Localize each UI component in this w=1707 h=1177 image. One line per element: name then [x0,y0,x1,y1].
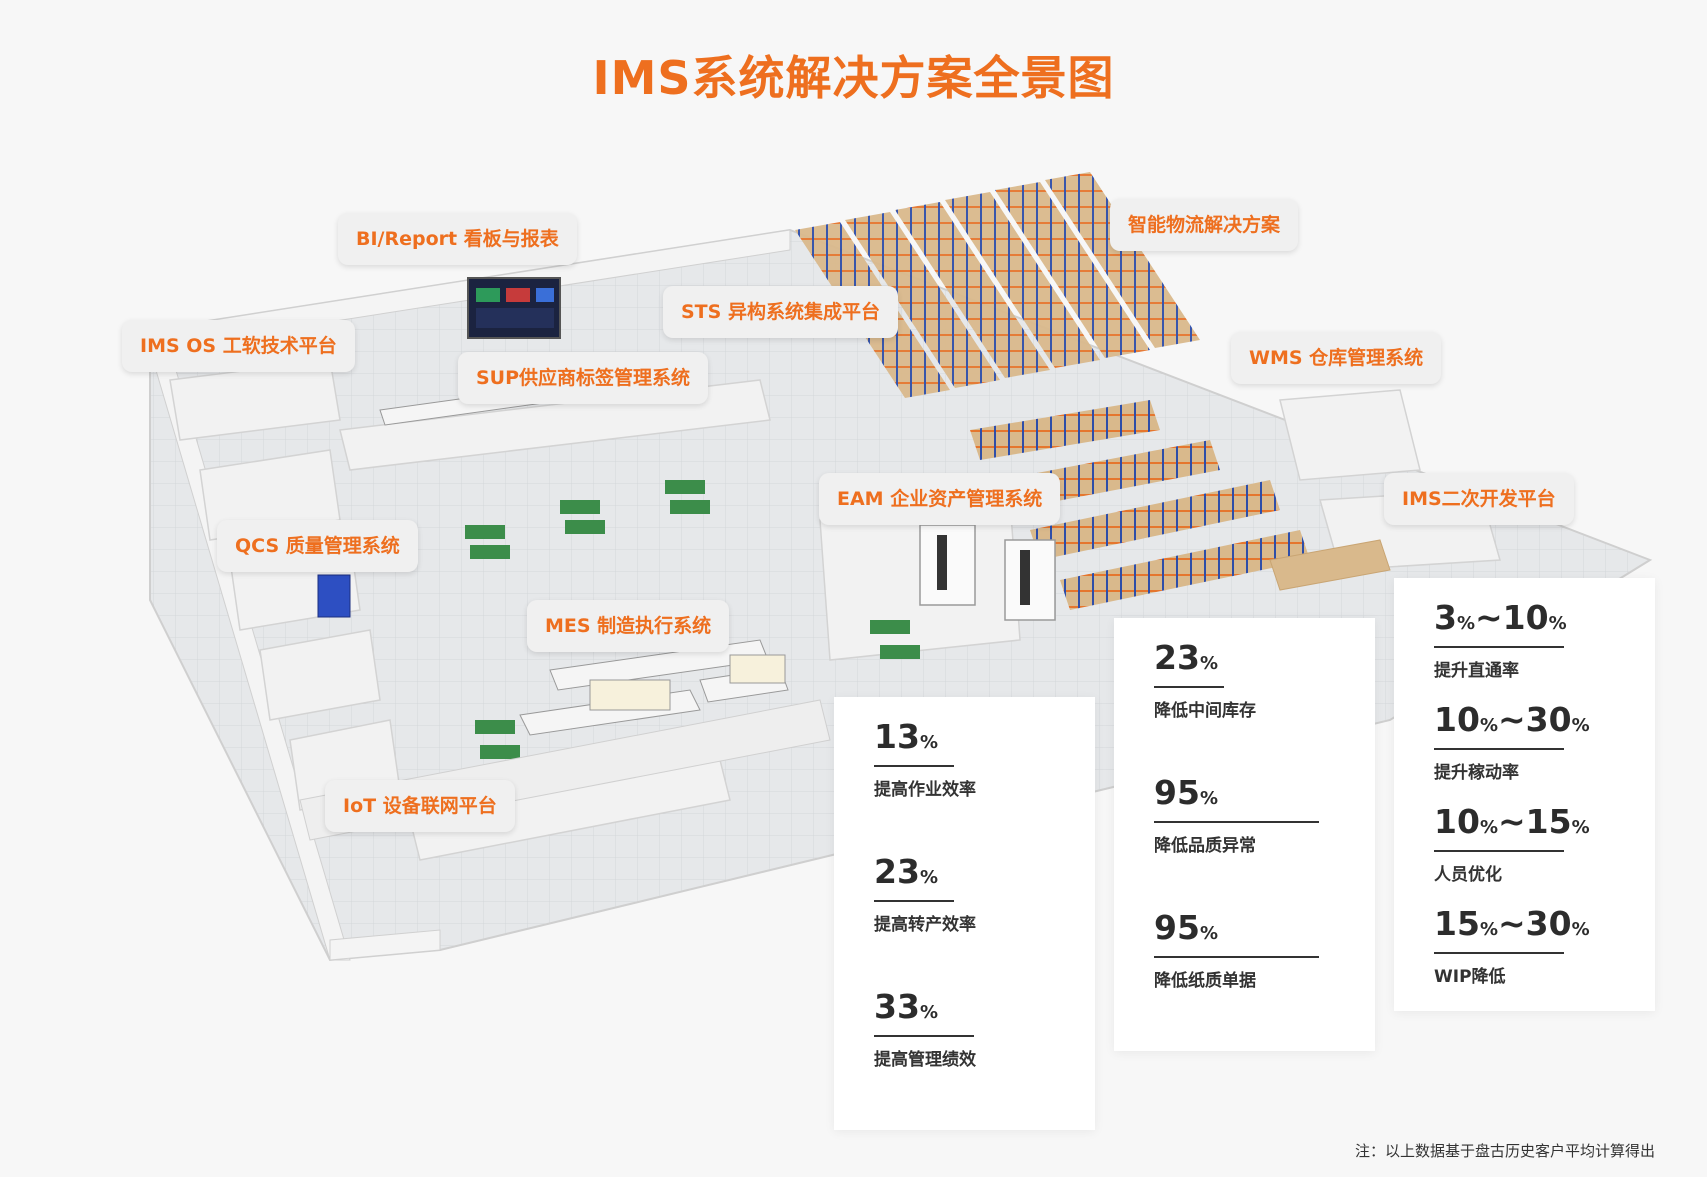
stat-value-max: 30 [1525,904,1572,943]
stat-unit: % [1548,613,1567,634]
label-logistics: 智能物流解决方案 [1110,199,1299,251]
stat-desc: 提高转产效率 [874,915,976,935]
stat-unit: % [919,867,938,888]
label-eam: EAM 企业资产管理系统 [819,473,1061,525]
label-wms: WMS 仓库管理系统 [1231,332,1442,384]
stat-desc: 提升稼动率 [1434,763,1519,783]
stat-value-min: 10 [1434,802,1480,841]
stat-item: 15%~30% WIP降低 [1434,904,1590,987]
stat-unit: % [1571,715,1590,736]
stat-unit: % [1479,715,1498,736]
stat-unit: % [1479,817,1498,838]
stat-item: 33% 提高管理绩效 [874,987,976,1070]
stat-unit: % [1456,613,1476,634]
stat-desc: 降低纸质单据 [1154,971,1256,991]
stat-value: 23 [1154,638,1200,677]
stats-card-2: 23% 降低中间库存 95% 降低品质异常 95% 降低纸质单据 [1114,618,1375,1051]
label-iot: IoT 设备联网平台 [325,780,515,832]
stat-value: 13 [874,717,920,756]
stat-value-min: 3 [1434,598,1457,637]
stat-desc: 降低中间库存 [1154,701,1256,721]
stat-unit: % [1199,653,1218,674]
stat-item: 95% 降低品质异常 [1154,773,1319,856]
stat-item: 23% 降低中间库存 [1154,638,1256,721]
stat-item: 95% 降低纸质单据 [1154,908,1319,991]
stat-value-min: 15 [1434,904,1480,943]
stat-item: 13% 提高作业效率 [874,717,976,800]
stats-card-1: 13% 提高作业效率 23% 提高转产效率 33% 提高管理绩效 [834,697,1095,1130]
stat-value-min: 10 [1434,700,1480,739]
stat-unit: % [1571,919,1590,940]
label-sts: STS 异构系统集成平台 [663,286,898,338]
stat-value-max: 30 [1525,700,1572,739]
stat-value: 95 [1154,908,1200,947]
stat-unit: % [1571,817,1590,838]
label-mes: MES 制造执行系统 [527,600,730,652]
stat-value-max: 15 [1525,802,1572,841]
stat-unit: % [919,732,938,753]
stat-desc: 降低品质异常 [1154,836,1256,856]
label-bi-report: BI/Report 看板与报表 [338,213,577,265]
stat-item: 10%~30% 提升稼动率 [1434,700,1590,783]
stat-desc: 提高作业效率 [874,780,976,800]
stat-item: 3%~10% 提升直通率 [1434,598,1567,681]
stat-value: 23 [874,852,920,891]
stat-sep: ~ [1475,598,1503,637]
stat-sep: ~ [1497,700,1526,739]
stat-sep: ~ [1497,904,1526,943]
label-ims-os: IMS OS 工软技术平台 [122,320,355,372]
stat-unit: % [919,1002,938,1023]
stat-desc: 人员优化 [1434,865,1502,885]
page-title: IMS系统解决方案全景图 [592,51,1115,105]
stats-card-3: 3%~10% 提升直通率 10%~30% 提升稼动率 10%~15% 人员优化 … [1394,578,1655,1011]
stat-desc: WIP降低 [1434,967,1506,987]
stat-value-max: 10 [1502,598,1549,637]
stat-unit: % [1479,919,1498,940]
stat-desc: 提高管理绩效 [874,1050,976,1070]
label-qcs: QCS 质量管理系统 [217,520,418,572]
stat-item: 10%~15% 人员优化 [1434,802,1590,885]
stat-value: 33 [874,987,920,1026]
stat-sep: ~ [1497,802,1526,841]
footnote: 注：以上数据基于盘古历史客户平均计算得出 [1354,1142,1655,1160]
stat-unit: % [1199,788,1218,809]
label-sup: SUP供应商标签管理系统 [458,352,709,404]
stat-desc: 提升直通率 [1434,661,1519,681]
stat-item: 23% 提高转产效率 [874,852,976,935]
stat-unit: % [1199,923,1218,944]
stat-value: 95 [1154,773,1200,812]
label-ims2: IMS二次开发平台 [1384,473,1574,525]
